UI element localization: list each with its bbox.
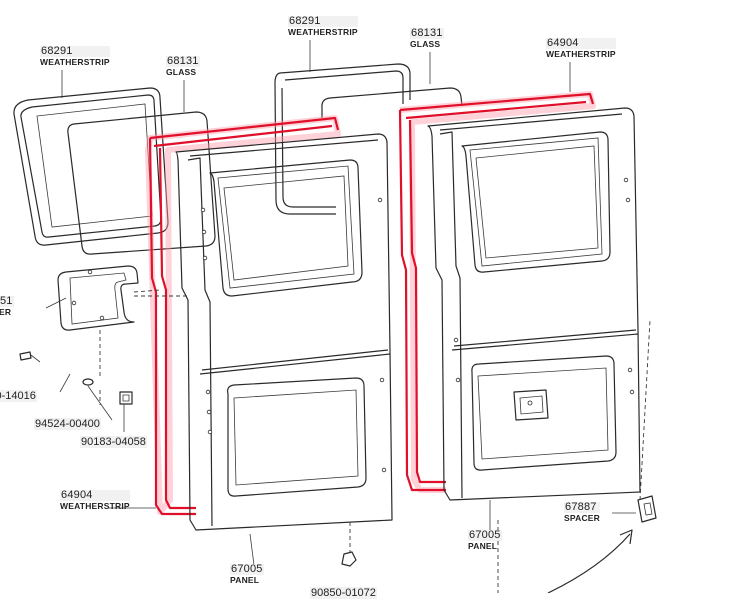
part-number: 94524-00400	[34, 418, 101, 430]
part-name: WEATHERSTRIP	[40, 57, 110, 67]
callout-weatherstrip-64904-top: 64904 WEATHERSTRIP	[546, 38, 616, 59]
spacer-part	[637, 495, 657, 523]
part-name: WEATHERSTRIP	[60, 501, 130, 511]
part-number: 64904	[60, 490, 130, 501]
part-name: PANEL	[468, 541, 498, 551]
left-door-weatherstrip	[145, 115, 341, 516]
callout-panel-67005-left: 67005 PANEL	[230, 564, 264, 585]
nut-part	[119, 391, 133, 405]
callout-glass-68131-right: 68131 GLASS	[410, 28, 444, 49]
part-number: 90850-01072	[310, 587, 377, 599]
callout-weatherstrip-64904-bottom: 64904 WEATHERSTRIP	[60, 490, 130, 511]
part-name: COVER	[0, 307, 12, 317]
leader-lines	[45, 40, 636, 566]
screw-part	[19, 351, 41, 363]
part-number: 67151	[0, 296, 14, 307]
part-number: 90183-04058	[80, 436, 147, 448]
part-number: 68131	[410, 27, 444, 39]
left-window-weatherstrip	[13, 87, 169, 246]
cover-part	[57, 265, 139, 331]
callout-nut-04058: 90183-04058	[80, 433, 147, 449]
callout-clip-01072: 90850-01072	[310, 584, 377, 600]
part-name: WEATHERSTRIP	[546, 49, 616, 59]
clip-part	[341, 551, 357, 567]
part-number: 68131	[166, 55, 200, 67]
part-number: 67887	[564, 502, 600, 513]
part-number: 67005	[230, 563, 264, 575]
right-door-panel	[427, 107, 641, 501]
callout-screw-14016: 90520-14016	[0, 387, 37, 403]
right-glass	[321, 87, 463, 118]
part-name: GLASS	[166, 67, 197, 77]
part-number: 90520-14016	[0, 390, 37, 402]
direction-arrow	[547, 529, 633, 593]
left-glass	[67, 111, 216, 255]
callout-weatherstrip-68291-left: 68291 WEATHERSTRIP	[40, 46, 110, 67]
part-name: GLASS	[410, 39, 441, 49]
part-number: 68291	[288, 16, 358, 27]
part-number: 68291	[40, 46, 110, 57]
callout-panel-67005-right: 67005 PANEL	[468, 530, 502, 551]
right-window-weatherstrip	[274, 63, 411, 215]
callout-cover-67151: 67151 COVER	[0, 296, 14, 317]
left-door-panel	[175, 133, 393, 531]
callout-spacer-67887: 67887 SPACER	[564, 502, 600, 523]
part-number: 64904	[546, 38, 616, 49]
part-number: 67005	[468, 529, 502, 541]
callout-glass-68131-left: 68131 GLASS	[166, 56, 200, 77]
right-door-weatherstrip	[398, 91, 596, 493]
callout-weatherstrip-68291-right: 68291 WEATHERSTRIP	[288, 16, 358, 37]
part-name: SPACER	[564, 513, 600, 523]
part-name: PANEL	[230, 575, 260, 585]
alignment-lines	[99, 289, 651, 593]
part-name: WEATHERSTRIP	[288, 27, 358, 37]
callout-washer-00400: 94524-00400	[34, 415, 101, 431]
washer-part	[82, 378, 94, 386]
